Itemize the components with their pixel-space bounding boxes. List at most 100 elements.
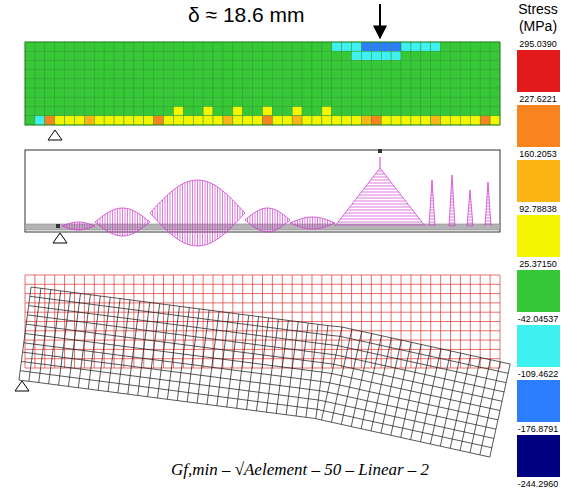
mesh-element [213, 51, 223, 60]
mesh-element [272, 42, 282, 51]
mesh-element [243, 97, 253, 106]
mesh-element [35, 60, 45, 69]
deformed-mesh-line [460, 358, 480, 451]
deformed-mesh-line [197, 310, 209, 403]
deformed-mesh-line [138, 302, 150, 395]
hatch-line [338, 222, 422, 223]
mesh-element [134, 116, 144, 125]
mesh-element [25, 60, 35, 69]
mesh-element [55, 79, 65, 88]
mesh-element [104, 51, 114, 60]
hatch-line [361, 192, 398, 193]
legend-swatch [517, 160, 560, 202]
mesh-element [233, 116, 243, 125]
label-anchor: Stress (MPa) [510, 1, 566, 35]
legend-value: 92.78838 [508, 204, 568, 215]
deformed-mesh-line [167, 306, 179, 399]
deformed-mesh-line [59, 292, 71, 385]
legend-swatch [517, 270, 560, 312]
mesh-element [134, 79, 144, 88]
mesh-element [173, 60, 183, 69]
mesh-element [312, 60, 322, 69]
mesh-element [312, 70, 322, 79]
mesh-element [322, 51, 332, 60]
hatch-line [429, 222, 434, 223]
mesh-element [124, 79, 134, 88]
undeformed-mesh-line [500, 275, 501, 368]
deformed-mesh-line [316, 326, 328, 419]
mesh-element [441, 79, 451, 88]
mesh-element [74, 88, 84, 97]
hatch-line [240, 208, 241, 219]
hatch-line [215, 185, 216, 240]
mesh-element [490, 51, 500, 60]
hatch-line [277, 211, 278, 229]
mesh-element [342, 116, 352, 125]
mesh-element [470, 60, 480, 69]
mesh-element [371, 42, 381, 51]
deformed-mesh-line [286, 322, 298, 415]
mesh-element [104, 60, 114, 69]
crack-envelope [290, 217, 335, 229]
mesh-element [104, 88, 114, 97]
deformed-mesh-line [68, 293, 80, 386]
hatch-line [429, 225, 435, 226]
mesh-element [124, 88, 134, 97]
crack-envelope [335, 168, 425, 226]
mesh-element [84, 42, 94, 51]
deformed-mesh-line [88, 296, 100, 389]
mesh-element [282, 60, 292, 69]
hatch-line [230, 197, 231, 228]
legend-anchor: 295.0390 [508, 39, 568, 50]
mesh-element [371, 79, 381, 88]
legend-anchor: -109.4622 [508, 369, 568, 380]
mesh-element [164, 79, 174, 88]
hatch-line [105, 214, 106, 229]
mesh-element [65, 116, 75, 125]
mesh-element [164, 88, 174, 97]
mesh-element [292, 70, 302, 79]
mesh-element [470, 88, 480, 97]
mesh-element [114, 60, 124, 69]
mesh-element [460, 97, 470, 106]
legend-anchor: 227.6221 [508, 94, 568, 105]
mesh-element [55, 70, 65, 79]
mesh-element [114, 88, 124, 97]
mesh-element [243, 70, 253, 79]
hatch-line [200, 180, 201, 246]
legend-swatch [517, 435, 560, 477]
hatch-line [486, 212, 490, 213]
undeformed-mesh-line [104, 275, 105, 368]
mesh-element [282, 70, 292, 79]
mesh-element [411, 60, 421, 69]
hatch-line [368, 183, 391, 184]
crack-width-plot [25, 149, 500, 246]
mesh-element [352, 42, 362, 51]
mesh-element [480, 70, 490, 79]
mesh-element [183, 79, 193, 88]
hatch-line [155, 208, 156, 219]
mesh-element [203, 88, 213, 97]
mesh-element [312, 88, 322, 97]
hatch-line [285, 216, 286, 224]
mesh-element [94, 60, 104, 69]
undeformed-mesh-line [430, 275, 431, 368]
deformed-mesh-line [29, 306, 507, 383]
mesh-element [460, 116, 470, 125]
mesh-element [391, 42, 401, 51]
mesh-element [451, 60, 461, 69]
mesh-element [55, 60, 65, 69]
mesh-element [470, 97, 480, 106]
hatch-line [366, 186, 394, 187]
mesh-element [391, 107, 401, 116]
mesh-element [223, 60, 233, 69]
crack-envelope [429, 180, 435, 226]
mesh-element [421, 70, 431, 79]
mesh-element [173, 97, 183, 106]
hatch-line [260, 210, 261, 231]
undeformed-mesh-line [252, 275, 253, 368]
hatch-line [267, 208, 268, 232]
legend-swatch [517, 325, 560, 367]
mesh-element [322, 88, 332, 97]
mesh-element [381, 70, 391, 79]
